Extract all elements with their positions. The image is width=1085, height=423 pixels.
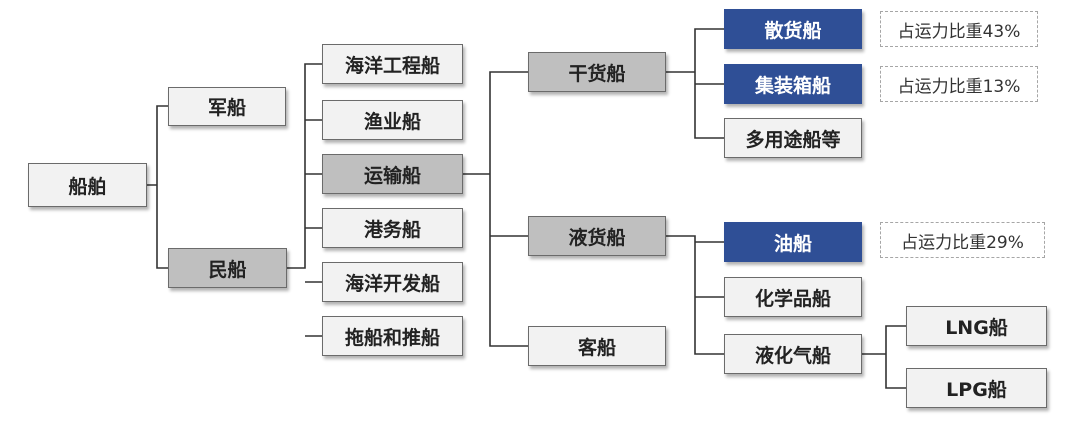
node-lpg-carrier: LPG船 — [906, 368, 1047, 408]
node-tug-push-boat: 拖船和推船 — [322, 316, 463, 356]
node-ocean-development-ship: 海洋开发船 — [322, 262, 463, 302]
node-fishing-ship: 渔业船 — [322, 100, 463, 140]
connector-liquid-cargo — [666, 235, 724, 355]
note-bulk-share: 占运力比重43% — [880, 11, 1038, 47]
connector-gas — [862, 325, 906, 389]
node-passenger-ship: 客船 — [528, 326, 666, 366]
node-dry-cargo-ship: 干货船 — [528, 52, 666, 92]
node-multipurpose-ship: 多用途船等 — [724, 118, 862, 158]
connector-dry-cargo — [666, 28, 724, 139]
node-offshore-engineering-ship: 海洋工程船 — [322, 44, 463, 84]
node-container-ship: 集装箱船 — [724, 64, 862, 104]
node-chemical-tanker: 化学品船 — [724, 277, 862, 317]
node-military-ship: 军船 — [168, 87, 286, 126]
node-civil-ship: 民船 — [168, 248, 287, 288]
note-container-share: 占运力比重13% — [880, 66, 1038, 102]
node-ship: 船舶 — [28, 163, 147, 207]
connector-civil — [287, 63, 322, 337]
node-lng-carrier: LNG船 — [906, 306, 1047, 346]
node-bulk-carrier: 散货船 — [724, 9, 862, 49]
node-gas-carrier: 液化气船 — [724, 334, 862, 374]
node-oil-tanker: 油船 — [724, 222, 862, 262]
node-transport-ship: 运输船 — [322, 154, 463, 194]
connector-root — [147, 105, 168, 269]
node-harbor-ship: 港务船 — [322, 208, 463, 248]
node-liquid-cargo-ship: 液货船 — [528, 216, 666, 256]
connector-transport — [462, 71, 528, 347]
note-tanker-share: 占运力比重29% — [880, 222, 1045, 258]
